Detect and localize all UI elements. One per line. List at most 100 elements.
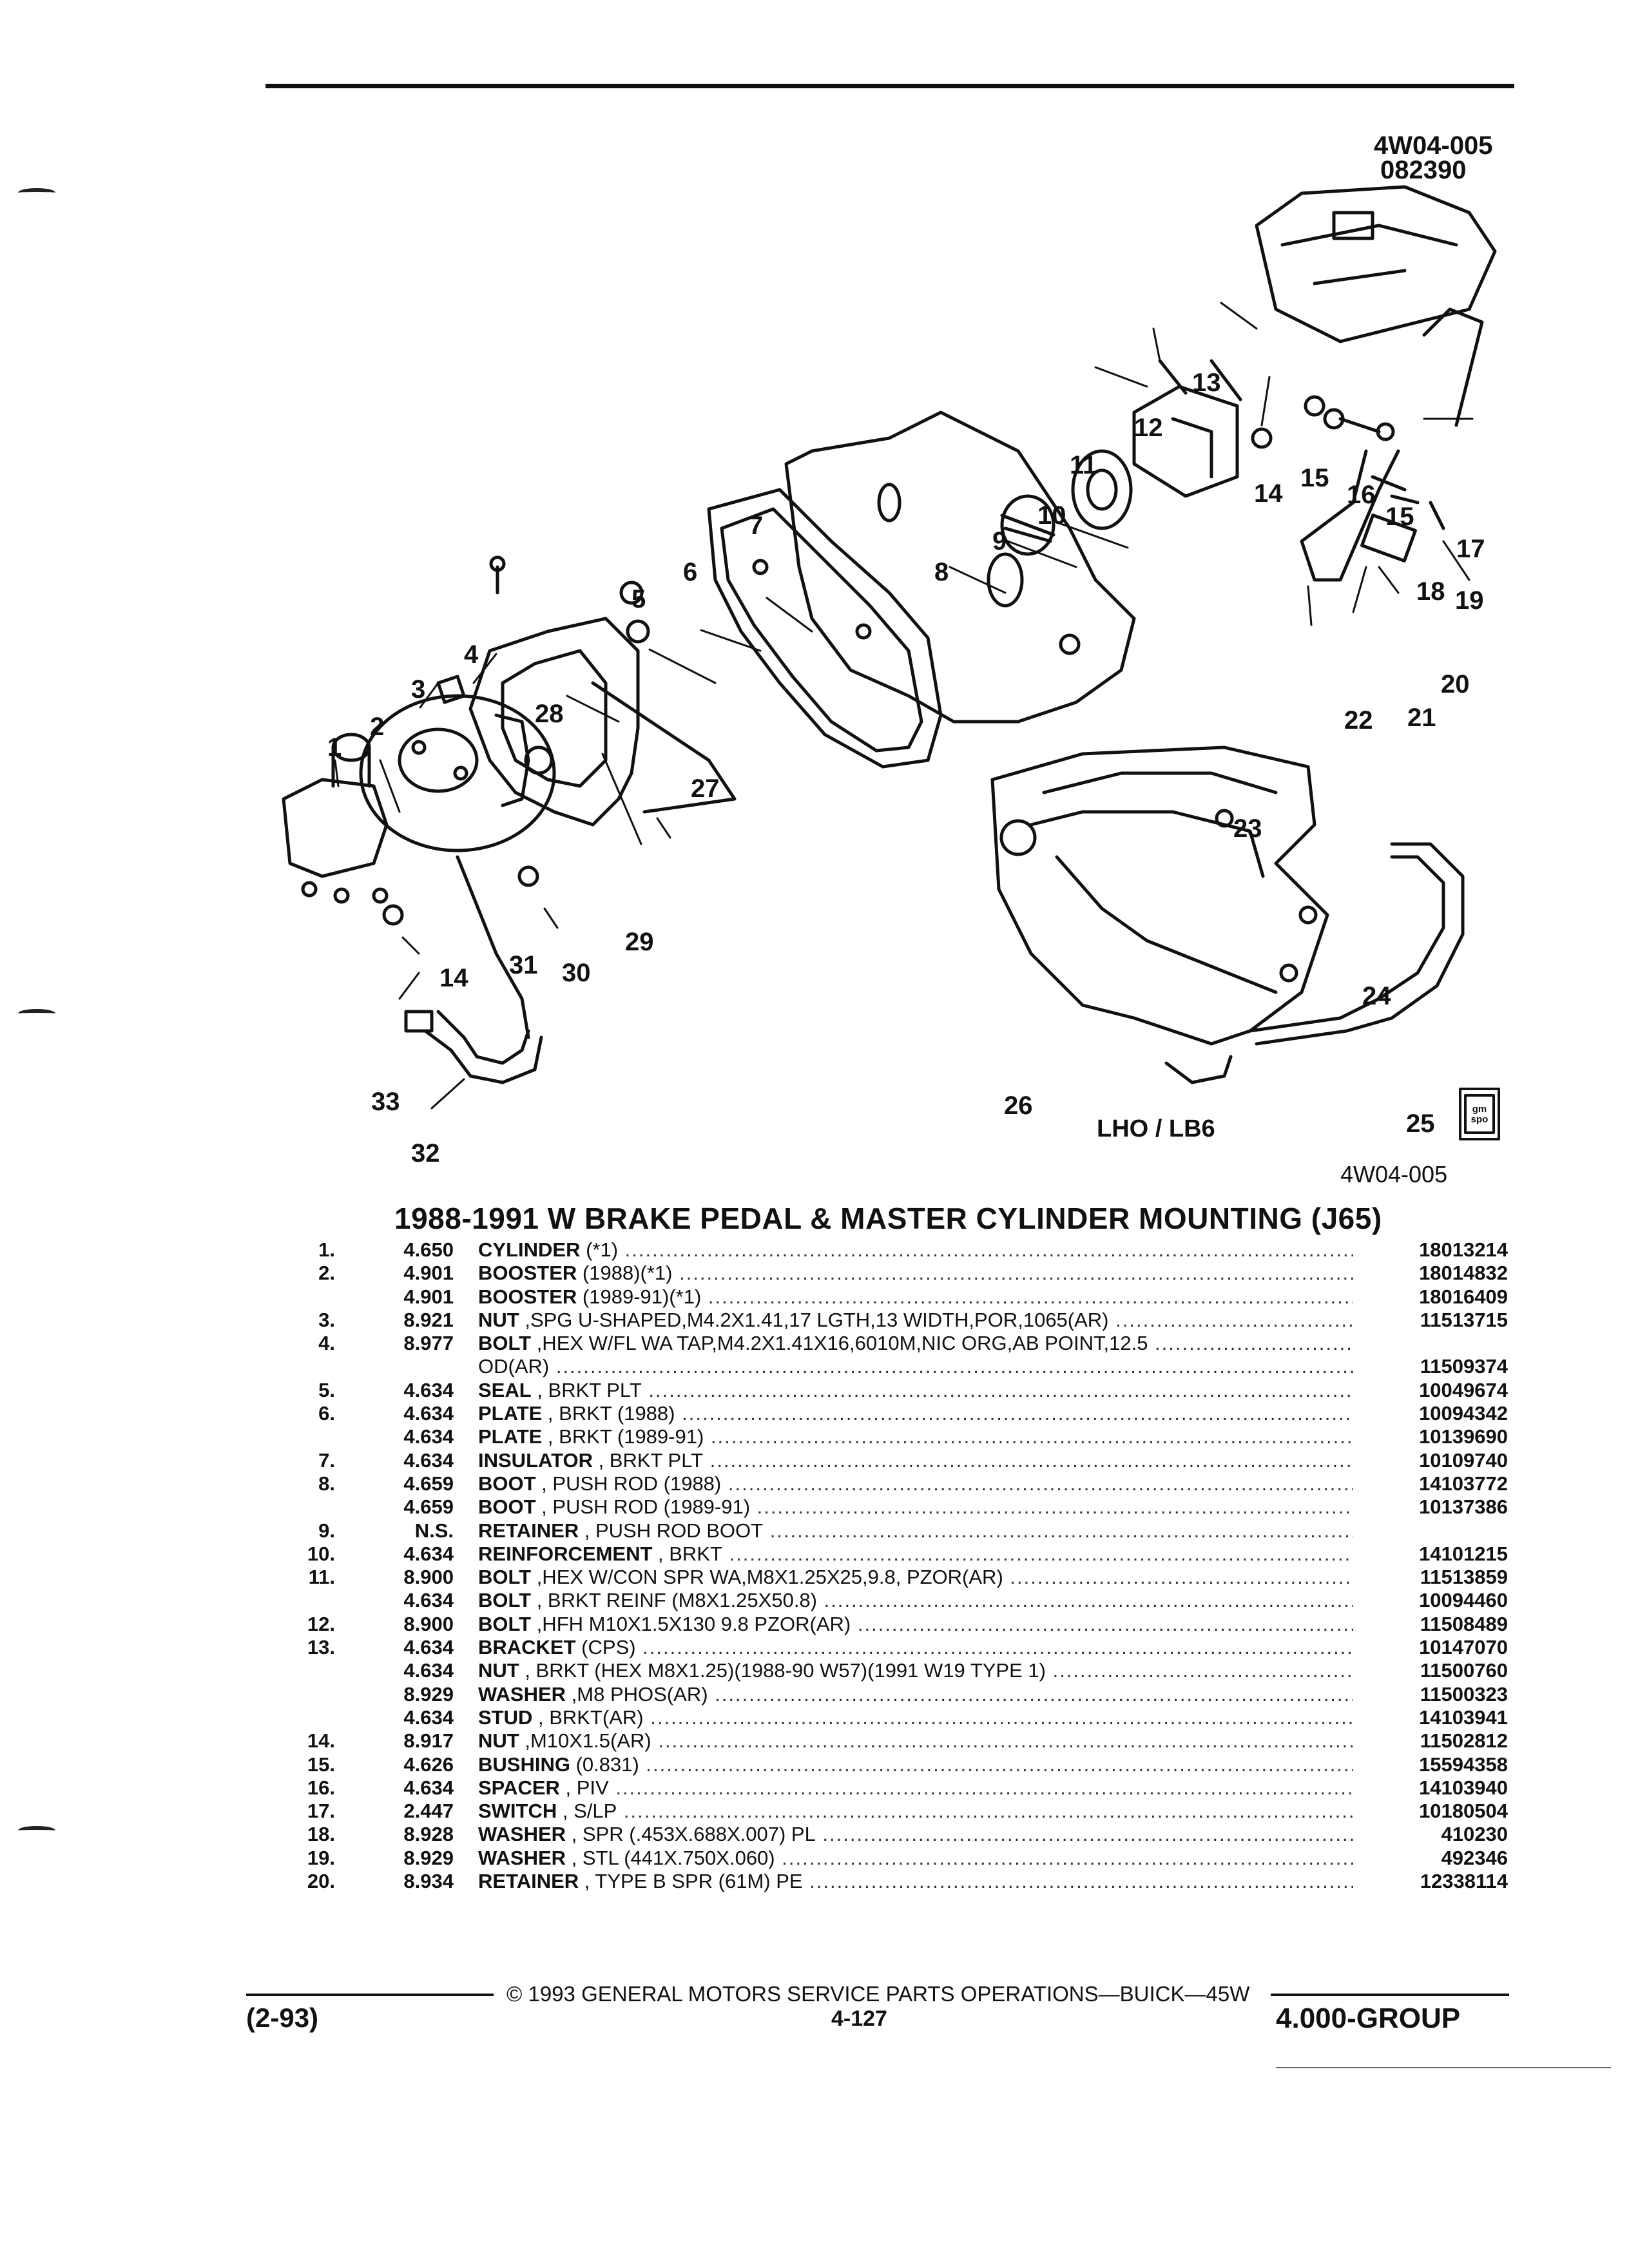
part-number: 11509374 bbox=[1420, 1355, 1508, 1378]
callout-24: 24 bbox=[1362, 982, 1391, 1010]
group-code: 4.634 bbox=[403, 1636, 454, 1659]
item-detail: , BRKT REINF (M8X1.25X50.8) bbox=[531, 1589, 817, 1612]
item-number: 12. bbox=[307, 1612, 335, 1635]
exploded-view-diagram: 1 2 3 4 5 6 7 8 9 10 11 12 13 14 15 16 1… bbox=[245, 116, 1521, 1187]
item-name: BOLT bbox=[478, 1566, 532, 1589]
item-name: NUT bbox=[478, 1659, 519, 1682]
leader-dots: ........................................… bbox=[708, 1285, 1353, 1308]
item-number: 18. bbox=[307, 1823, 335, 1846]
item-name: NUT bbox=[478, 1308, 519, 1331]
item-detail: , BRKT PLT bbox=[592, 1448, 704, 1472]
item-detail: , PIV bbox=[559, 1776, 609, 1799]
item-number: 6. bbox=[318, 1402, 335, 1425]
group-code: 4.634 bbox=[403, 1706, 454, 1729]
item-description: WASHER , SPR (.453X.688X.007) PL .......… bbox=[478, 1823, 1353, 1846]
item-detail: ,HEX W/CON SPR WA,M8X1.25X25,9.8, PZOR(A… bbox=[531, 1566, 1003, 1589]
item-description: PLATE , BRKT (1989-91) .................… bbox=[478, 1425, 1353, 1448]
item-name: BRACKET bbox=[478, 1636, 576, 1659]
callout-31: 31 bbox=[509, 951, 538, 979]
part-number: 14103772 bbox=[1419, 1472, 1508, 1495]
item-detail: , PUSH ROD (1989-91) bbox=[535, 1495, 751, 1519]
pushrod-boot-part bbox=[1000, 449, 1133, 556]
parts-row: 4.634 PLATE , BRKT (1989-91) ............… bbox=[284, 1425, 1508, 1448]
group-code: 4.634 bbox=[403, 1659, 454, 1682]
dash-bracket-part bbox=[468, 617, 737, 827]
item-description: BOLT ,HEX W/CON SPR WA,M8X1.25X25,9.8, P… bbox=[478, 1566, 1353, 1589]
item-name: SPACER bbox=[478, 1776, 560, 1799]
callout-23: 23 bbox=[1233, 814, 1262, 843]
item-number: 5. bbox=[318, 1378, 335, 1401]
footer-date: (2-93) bbox=[246, 2003, 319, 2033]
footer-rule-left bbox=[246, 1994, 494, 1996]
callout-18: 18 bbox=[1416, 577, 1445, 606]
fastener-part bbox=[382, 581, 650, 926]
part-number: 10109740 bbox=[1419, 1448, 1508, 1472]
callout-29: 29 bbox=[625, 928, 654, 956]
bracket-insulator-part bbox=[784, 410, 1136, 724]
callout-5: 5 bbox=[631, 585, 646, 613]
leader-dots: ........................................… bbox=[729, 1542, 1353, 1565]
item-name: BOOT bbox=[478, 1495, 536, 1519]
item-number: 19. bbox=[307, 1846, 335, 1869]
callout-19: 19 bbox=[1455, 586, 1484, 615]
item-number: 3. bbox=[318, 1308, 335, 1331]
item-description: BOOT , PUSH ROD (1988) .................… bbox=[478, 1472, 1353, 1495]
group-code: 4.634 bbox=[403, 1402, 454, 1425]
leader-dots: ........................................… bbox=[679, 1262, 1353, 1285]
item-description: NUT , BRKT (HEX M8X1.25)(1988-90 W57)(19… bbox=[478, 1659, 1353, 1682]
callout-27: 27 bbox=[691, 774, 720, 803]
punch-hole-mark bbox=[18, 1009, 55, 1018]
item-detail: ,M8 PHOS(AR) bbox=[566, 1682, 708, 1706]
group-code: 4.634 bbox=[403, 1542, 454, 1565]
item-description: REINFORCEMENT , BRKT ...................… bbox=[478, 1542, 1353, 1566]
part-number: 11513859 bbox=[1420, 1566, 1508, 1589]
leader-dots: ........................................… bbox=[1052, 1659, 1353, 1682]
item-description: BOOSTER (1988)(*1) .....................… bbox=[478, 1262, 1353, 1285]
master-cylinder-part bbox=[282, 733, 389, 904]
item-detail: , S/LP bbox=[557, 1800, 617, 1823]
leader-dots: ........................................… bbox=[728, 1472, 1353, 1495]
item-number: 15. bbox=[307, 1753, 335, 1776]
callout-14b: 14 bbox=[439, 964, 468, 992]
part-number: 14103940 bbox=[1419, 1776, 1508, 1799]
part-number: 10147070 bbox=[1419, 1636, 1508, 1659]
item-detail: , BRKT (HEX M8X1.25)(1988-90 W57)(1991 W… bbox=[519, 1659, 1046, 1682]
group-code: 4.650 bbox=[403, 1238, 454, 1261]
leader-dots: ........................................… bbox=[1155, 1332, 1353, 1355]
callout-33: 33 bbox=[371, 1088, 400, 1116]
top-rule bbox=[265, 84, 1514, 88]
parts-row: OD(AR) .................................… bbox=[284, 1355, 1508, 1378]
parts-row: 9.N.S.RETAINER , PUSH ROD BOOT .........… bbox=[284, 1519, 1508, 1542]
punch-hole-mark bbox=[18, 188, 55, 197]
leader-lines bbox=[334, 302, 1474, 1110]
item-name: BUSHING bbox=[478, 1753, 570, 1776]
part-number: 12338114 bbox=[1420, 1870, 1508, 1893]
group-code: 4.659 bbox=[403, 1495, 454, 1519]
group-code: 4.659 bbox=[403, 1472, 454, 1495]
item-description: BRACKET (CPS) ..........................… bbox=[478, 1636, 1353, 1659]
logo-text: gm spo bbox=[1470, 1104, 1489, 1125]
item-name: BOLT bbox=[478, 1332, 532, 1355]
item-detail: , BRKT (1988) bbox=[542, 1402, 675, 1425]
group-code: 4.634 bbox=[403, 1776, 454, 1799]
leader-dots: ........................................… bbox=[646, 1753, 1353, 1776]
item-number: 7. bbox=[318, 1448, 335, 1472]
part-number: 11500760 bbox=[1420, 1659, 1508, 1682]
item-detail: , PUSH ROD BOOT bbox=[579, 1519, 764, 1542]
part-number: 410230 bbox=[1441, 1823, 1508, 1846]
callout-28: 28 bbox=[535, 700, 564, 728]
group-code: 8.900 bbox=[403, 1566, 454, 1589]
callout-10: 10 bbox=[1037, 501, 1066, 530]
item-detail: , STL (441X.750X.060) bbox=[566, 1846, 775, 1869]
item-name: BOOSTER bbox=[478, 1285, 577, 1308]
bracket-plate-part bbox=[707, 488, 943, 769]
group-code: 4.634 bbox=[403, 1425, 454, 1448]
item-number: 4. bbox=[318, 1332, 335, 1355]
item-detail: OD(AR) bbox=[478, 1355, 550, 1378]
callout-15: 15 bbox=[1300, 464, 1329, 492]
